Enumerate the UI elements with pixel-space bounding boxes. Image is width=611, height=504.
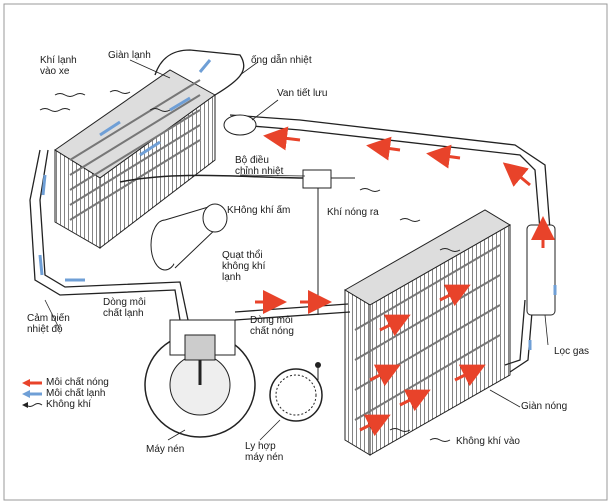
blower-fan bbox=[150, 203, 228, 271]
cold-refrigerant-arrows bbox=[38, 59, 557, 350]
label-hot-refrigerant-flow: Dòng môi chất nóng bbox=[250, 315, 294, 337]
thermostat bbox=[302, 169, 332, 189]
label-compressor: Máy nén bbox=[146, 444, 185, 455]
label-temperature-sensor: Cảm biến nhiệt độ bbox=[27, 313, 70, 335]
label-heat-pipe: ống dẫn nhiệt bbox=[251, 55, 312, 66]
label-air-in: Không khí vào bbox=[456, 436, 520, 447]
compressor-clutch bbox=[269, 362, 323, 422]
label-expansion-valve: Van tiết lưu bbox=[277, 88, 328, 99]
label-cold-refrigerant-flow: Dòng môi chất lạnh bbox=[103, 297, 146, 319]
air-flow-arrows bbox=[39, 90, 461, 442]
label-condenser: Giàn nóng bbox=[521, 401, 568, 412]
leader-lines bbox=[44, 59, 549, 441]
label-cold-air-into-car: Khí lạnh vào xe bbox=[40, 55, 77, 77]
diagram-border bbox=[3, 3, 608, 501]
receiver-drier bbox=[526, 224, 556, 316]
label-receiver-drier: Lọc gas bbox=[554, 346, 590, 357]
label-evaporator: Giàn lạnh bbox=[108, 50, 151, 61]
evaporator bbox=[54, 69, 216, 250]
legend-symbols bbox=[22, 379, 43, 408]
compressor bbox=[144, 319, 256, 438]
expansion-valve bbox=[223, 114, 257, 136]
condenser bbox=[344, 209, 511, 456]
label-warm-air: KHông khí ấm bbox=[227, 205, 291, 216]
legend-hot-refrigerant: Môi chất nóng bbox=[46, 377, 109, 388]
hot-refrigerant-arrows bbox=[255, 126, 555, 437]
label-compressor-clutch: Ly hợp máy nén bbox=[245, 441, 284, 463]
label-hot-air-out: Khí nóng ra bbox=[327, 207, 379, 218]
label-thermostat: Bộ điều chỉnh nhiệt bbox=[235, 155, 284, 177]
label-blower: Quạt thổi không khí lạnh bbox=[222, 250, 266, 283]
legend-cold-refrigerant: Môi chất lạnh bbox=[46, 388, 106, 399]
legend-air: Không khí bbox=[46, 399, 92, 410]
